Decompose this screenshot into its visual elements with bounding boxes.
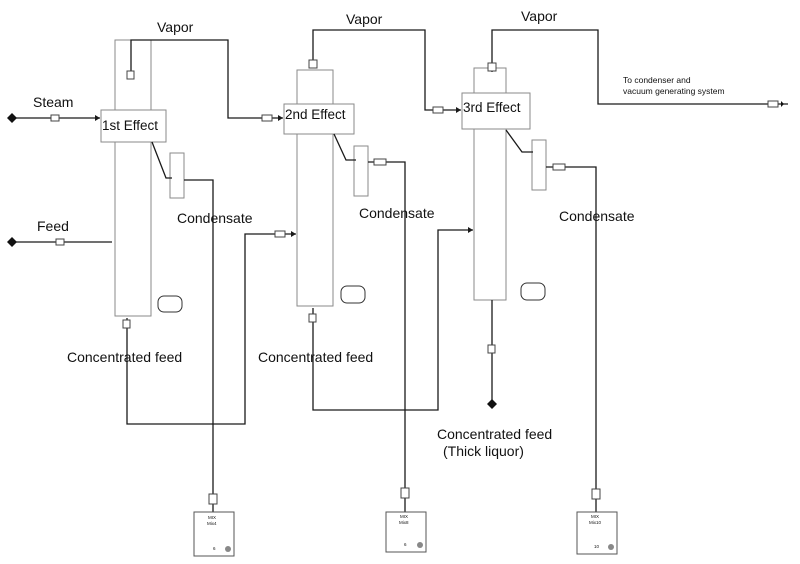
- evaporator-column-1: [114, 39, 152, 317]
- vapor-label-1: Vapor: [157, 19, 194, 35]
- separator-2: [353, 145, 369, 197]
- effect-3-header-box: [461, 92, 531, 130]
- steam-source-terminal: [7, 113, 17, 123]
- condenser-arrow: [781, 101, 784, 107]
- mixer-2-indicator: [417, 542, 423, 548]
- steam-label: Steam: [33, 94, 74, 110]
- vapor-stream-2: [312, 29, 461, 111]
- effect-1-header-box: [100, 109, 167, 143]
- vapor-stream-3: [491, 29, 788, 105]
- condensate-label-3: Condensate: [559, 208, 635, 224]
- concentrated-stream-1: [126, 233, 296, 425]
- concentrated-feed-label-2: Concentrated feed: [258, 349, 374, 365]
- mixer-1-number: 6: [213, 546, 216, 551]
- mixer-1-indicator: [225, 546, 231, 552]
- concentrated-stream-2: [312, 229, 473, 411]
- drain-1: [151, 141, 172, 179]
- mixer-1-label-line2: Mix4: [207, 521, 217, 526]
- concentrated-feed-label-1: Concentrated feed: [67, 349, 183, 365]
- separator-3: [531, 139, 547, 191]
- feed-source-terminal: [7, 237, 17, 247]
- mixer-2-number: 6: [404, 542, 407, 547]
- final-product-label-line2: (Thick liquor): [443, 443, 524, 459]
- stream-tags: [50, 59, 779, 505]
- mixer-2-label-line2: Mix8: [399, 520, 409, 525]
- heat-duty-icon-2: [340, 285, 366, 304]
- effect-3-label: 3rd Effect: [463, 100, 521, 115]
- thick-liquor-terminal: [487, 399, 497, 409]
- mixer-1-label-line1: MIX: [208, 515, 217, 520]
- mixer-2-label-line1: MIX: [400, 514, 409, 519]
- heat-duty-icon-1: [157, 295, 183, 313]
- vapor-label-3: Vapor: [521, 8, 558, 24]
- mixer-3-label-line2: Mix10: [589, 520, 602, 525]
- condensate-label-2: Condensate: [359, 205, 435, 221]
- heat-duty-icon-3: [520, 282, 546, 301]
- condensate-label-1: Condensate: [177, 210, 253, 226]
- condensate-stream-1: [184, 179, 214, 512]
- final-product-label-line1: Concentrated feed: [437, 426, 553, 442]
- vapor-stream-1: [130, 39, 283, 119]
- vapor-label-2: Vapor: [346, 11, 383, 27]
- effect-2-label: 2nd Effect: [285, 107, 346, 122]
- feed-label: Feed: [37, 218, 69, 234]
- mixer-3-indicator: [608, 544, 614, 550]
- condenser-label-line1: To condenser and: [623, 75, 691, 85]
- mixer-3-number: 10: [594, 544, 600, 549]
- mixer-3-label-line1: MIX: [591, 514, 600, 519]
- effect-1-label: 1st Effect: [102, 118, 159, 133]
- condenser-label-line2: vacuum generating system: [623, 86, 725, 96]
- effect-2-header-box: [283, 103, 355, 135]
- drain-3: [505, 129, 533, 153]
- separator-1: [169, 152, 185, 199]
- drain-2: [333, 133, 356, 161]
